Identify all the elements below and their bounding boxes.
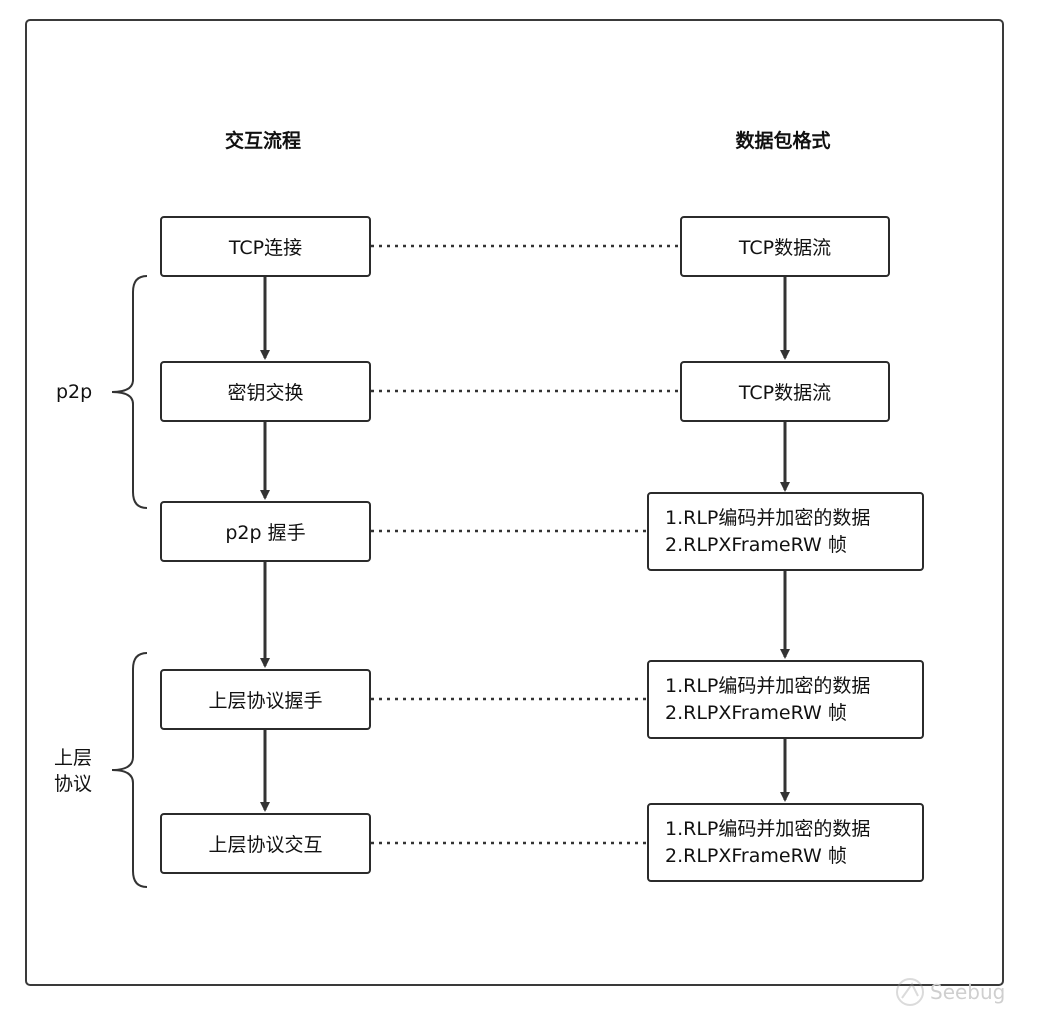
format-rlp-frame-2: 1.RLP编码并加密的数据 2.RLPXFrameRW 帧 [647,660,924,739]
step-tcp-connect: TCP连接 [160,216,371,277]
format-tcp-stream-1: TCP数据流 [680,216,890,277]
step-label: p2p 握手 [225,522,306,544]
step-upper-protocol-interaction: 上层协议交互 [160,813,371,874]
group-label-line-2: 协议 [54,773,93,795]
seebug-watermark: Seebug [930,980,1006,1004]
step-upper-protocol-handshake: 上层协议握手 [160,669,371,730]
format-line-2: 2.RLPXFrameRW 帧 [665,701,847,724]
step-label: 密钥交换 [227,382,304,404]
format-line-1: 1.RLP编码并加密的数据 [665,817,871,840]
format-line-1: 1.RLP编码并加密的数据 [665,506,871,529]
step-label: 上层协议交互 [208,834,323,856]
format-line-2: 2.RLPXFrameRW 帧 [665,533,847,556]
format-label: TCP数据流 [738,382,832,404]
format-tcp-stream-2: TCP数据流 [680,361,890,422]
step-key-exchange: 密钥交换 [160,361,371,422]
brace-p2p [111,275,148,509]
group-label-upper-protocol: 上层 协议 [54,745,92,797]
left-column-title: 交互流程 [224,130,301,152]
diagram-frame [25,19,1004,986]
group-label-p2p: p2p [56,381,93,403]
format-label: TCP数据流 [738,237,832,259]
right-column-title: 数据包格式 [735,130,831,152]
format-rlp-frame-3: 1.RLP编码并加密的数据 2.RLPXFrameRW 帧 [647,803,924,882]
format-line-2: 2.RLPXFrameRW 帧 [665,844,847,867]
format-rlp-frame-1: 1.RLP编码并加密的数据 2.RLPXFrameRW 帧 [647,492,924,571]
group-label-line-1: 上层 [54,747,93,769]
step-label: TCP连接 [228,237,303,259]
step-p2p-handshake: p2p 握手 [160,501,371,562]
brace-upper-protocol [111,652,148,888]
seebug-logo-icon [896,978,924,1006]
step-label: 上层协议握手 [208,690,323,712]
format-line-1: 1.RLP编码并加密的数据 [665,674,871,697]
